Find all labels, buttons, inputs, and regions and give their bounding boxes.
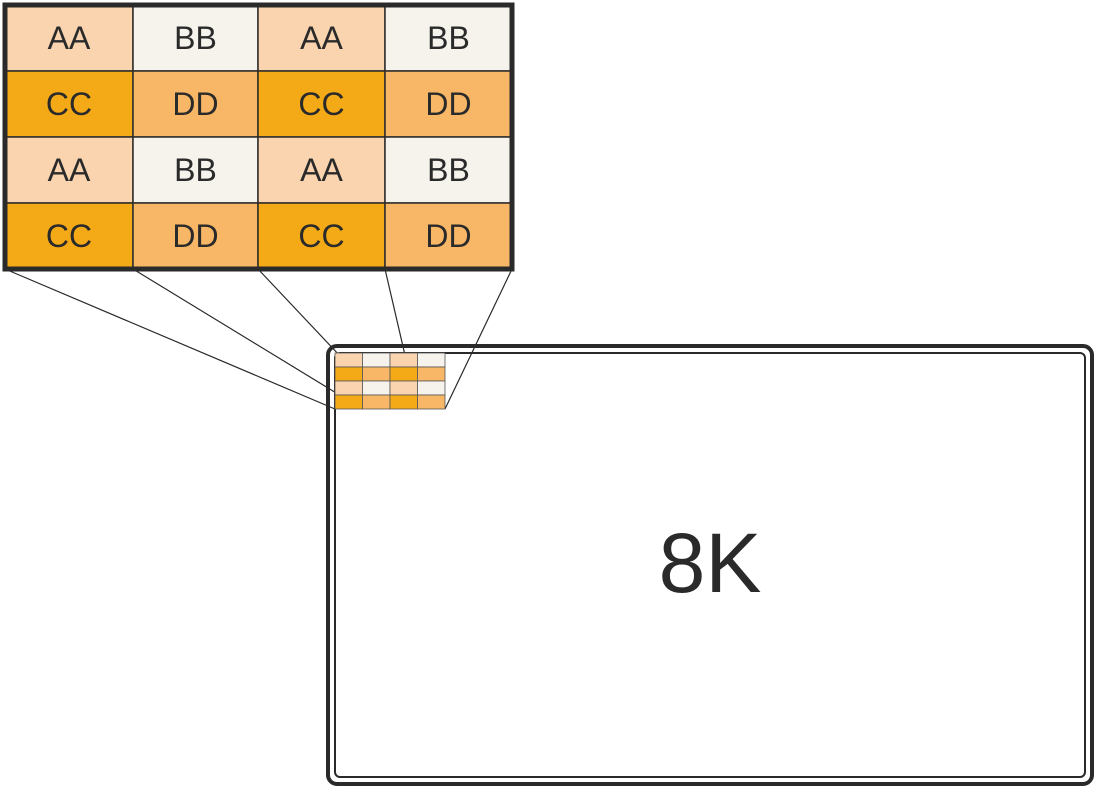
zoom-cell-cc: CC [4,70,134,138]
zoom-cell-label: DD [172,86,218,122]
mini-cell-aa [389,352,418,368]
zoom-cell-label: AA [300,152,343,188]
screen-label: 8K [659,516,762,610]
mini-cell-dd [362,366,391,382]
zoom-cell-label: BB [174,152,217,188]
screen-inner-border [334,352,1086,778]
mini-cell-dd [362,394,391,410]
zoom-cell-dd: DD [384,70,513,138]
zoom-cell-label: BB [427,152,470,188]
projection-line [132,268,363,410]
mini-cell-dd [417,366,446,382]
zoom-cell-cc: CC [4,202,134,270]
screen-outer-border [326,344,1094,786]
screen-8k: 8K [326,344,1094,786]
projection-line [4,268,336,410]
zoom-projection-lines [4,268,513,410]
zoom-cell-label: CC [46,86,92,122]
mini-pixel-patch [334,352,446,410]
zoom-cell-cc: CC [257,70,386,138]
mini-cell-cc [389,394,418,410]
zoom-cell-aa: AA [257,136,386,204]
zoom-cell-cc: CC [257,202,386,270]
mini-cell-aa [334,380,363,396]
mini-cell-dd [417,394,446,410]
mini-cell-bb [362,352,391,368]
mini-cell-aa [389,380,418,396]
mini-cell-bb [362,380,391,396]
zoom-cell-bb: BB [132,136,259,204]
mini-cell-bb [417,380,446,396]
zoom-cell-label: BB [174,20,217,56]
zoom-cell-label: CC [46,218,92,254]
zoom-cell-label: DD [172,218,218,254]
projection-line [444,268,513,410]
zoom-cell-bb: BB [132,4,259,72]
mini-cell-aa [334,352,363,368]
zoom-cell-dd: DD [132,202,259,270]
mini-cell-cc [334,366,363,382]
zoom-grid-border [2,2,515,272]
zoom-cell-label: AA [48,20,91,56]
zoom-cell-aa: AA [4,136,134,204]
zoom-cell-dd: DD [384,202,513,270]
zoom-cell-label: CC [298,86,344,122]
zoom-cell-label: BB [427,20,470,56]
zoom-cell-aa: AA [4,4,134,72]
zoom-cell-label: AA [300,20,343,56]
zoom-cell-bb: BB [384,4,513,72]
mini-cell-cc [334,394,363,410]
zoom-cell-label: CC [298,218,344,254]
zoom-pixel-grid: AA BB AA BB CC DD CC DD AA BB AA BB CC DD CC DD [2,2,515,272]
zoom-cell-label: DD [425,218,471,254]
zoom-cell-aa: AA [257,4,386,72]
zoom-cell-label: AA [48,152,91,188]
mini-cell-bb [417,352,446,368]
zoom-cell-label: DD [425,86,471,122]
zoom-cell-dd: DD [132,70,259,138]
mini-cell-cc [389,366,418,382]
zoom-cell-bb: BB [384,136,513,204]
